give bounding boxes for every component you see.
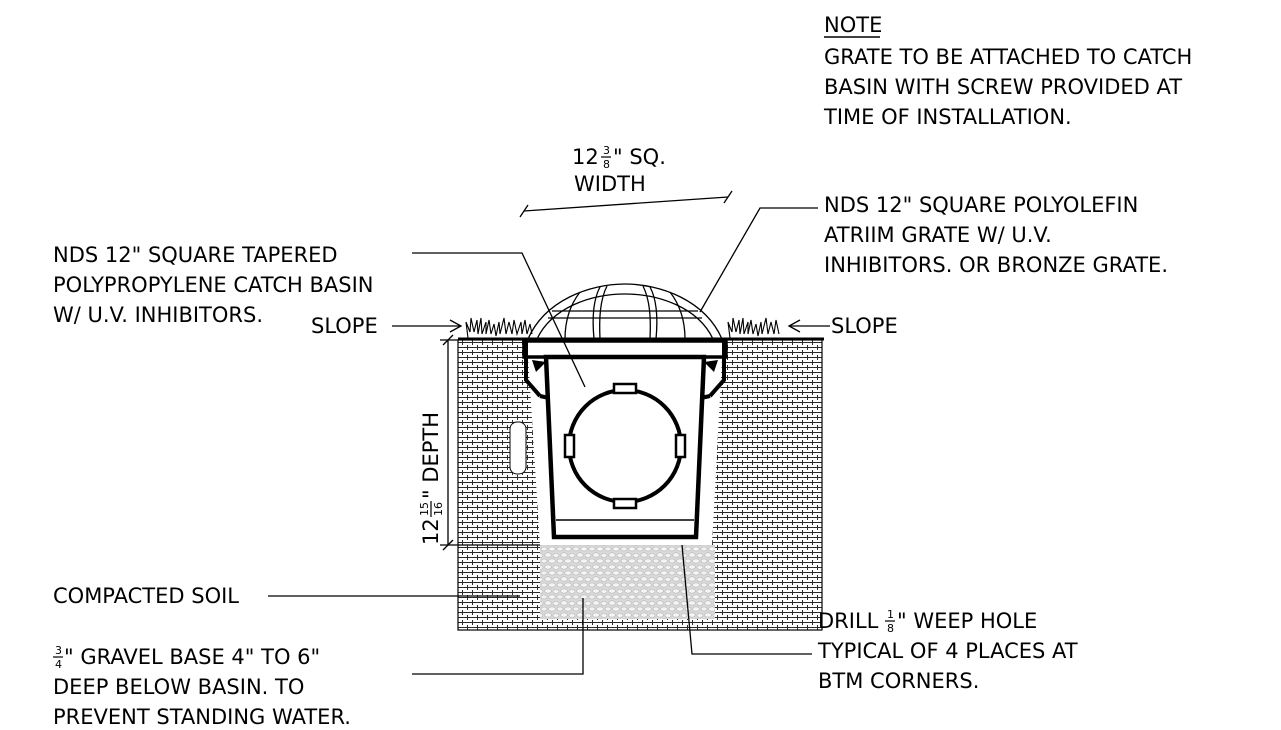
weep-line-1-rest: " WEEP HOLE [897,609,1037,633]
gravel-frac-num: 3 [55,644,62,657]
grate-callout-line-2: ATRIIM GRATE W/ U.V. [824,223,1052,247]
weep-line-3: BTM CORNERS. [818,669,979,693]
general-note: NOTE GRATE TO BE ATTACHED TO CATCH BASIN… [823,13,1192,129]
basin-callout-line-2: POLYPROPYLENE CATCH BASIN [53,273,374,297]
grate-callout: NDS 12" SQUARE POLYOLEFIN ATRIIM GRATE W… [824,193,1168,277]
grate-callout-line-3: INHIBITORS. OR BRONZE GRATE. [824,253,1168,277]
weep-frac-num: 1 [887,608,894,621]
slope-label-right: SLOPE [831,314,898,338]
slope-arrows [392,319,830,333]
basin-callout: NDS 12" SQUARE TAPERED POLYPROPYLENE CAT… [53,243,374,327]
grass-tufts [465,317,780,339]
basin-callout-line-3: W/ U.V. INHIBITORS. [53,303,263,327]
gravel-line-2: DEEP BELOW BASIN. TO [53,675,304,699]
leader-lines [268,207,818,675]
atrium-grate [527,283,723,340]
width-line2: WIDTH [574,172,646,196]
width-whole: 12 [572,145,599,169]
width-frac-num: 3 [603,144,610,157]
weep-frac-den: 8 [887,622,894,635]
gravel-line-1: " GRAVEL BASE 4" TO 6" [64,645,320,669]
gravel-callout: 3 4 " GRAVEL BASE 4" TO 6" DEEP BELOW BA… [53,644,351,729]
depth-dimension [440,334,540,551]
gravel-frac-den: 4 [55,658,62,671]
note-line-3: TIME OF INSTALLATION. [823,105,1072,129]
gravel-base-fill [540,545,715,619]
depth-label: 12 15 16 " DEPTH [418,412,445,545]
basin-callout-line-1: NDS 12" SQUARE TAPERED [53,243,338,267]
gravel-line-3: PREVENT STANDING WATER. [53,705,351,729]
weep-line-2: TYPICAL OF 4 PLACES AT [817,639,1078,663]
depth-suffix: " DEPTH [419,412,443,499]
note-line-2: BASIN WITH SCREW PROVIDED AT [824,75,1182,99]
slope-label-left: SLOPE [311,314,378,338]
note-line-1: GRATE TO BE ATTACHED TO CATCH [824,45,1192,69]
weep-hole-callout: DRILL 1 8 " WEEP HOLE TYPICAL OF 4 PLACE… [817,608,1078,693]
soil-void [509,421,527,475]
width-label: 12 3 8 " SQ. WIDTH [572,144,666,196]
depth-frac-den: 16 [432,502,445,516]
grate-callout-line-1: NDS 12" SQUARE POLYOLEFIN [824,193,1138,217]
width-frac-den: 8 [603,158,610,171]
width-dimension [519,190,733,218]
compacted-soil-label: COMPACTED SOIL [53,584,239,608]
weep-line-1-pre: DRILL [818,609,879,633]
depth-whole: 12 [419,518,443,545]
pipe-knockout [563,382,687,510]
width-suffix: " SQ. [613,145,666,169]
depth-frac-num: 15 [418,502,431,516]
note-heading: NOTE [824,13,882,37]
